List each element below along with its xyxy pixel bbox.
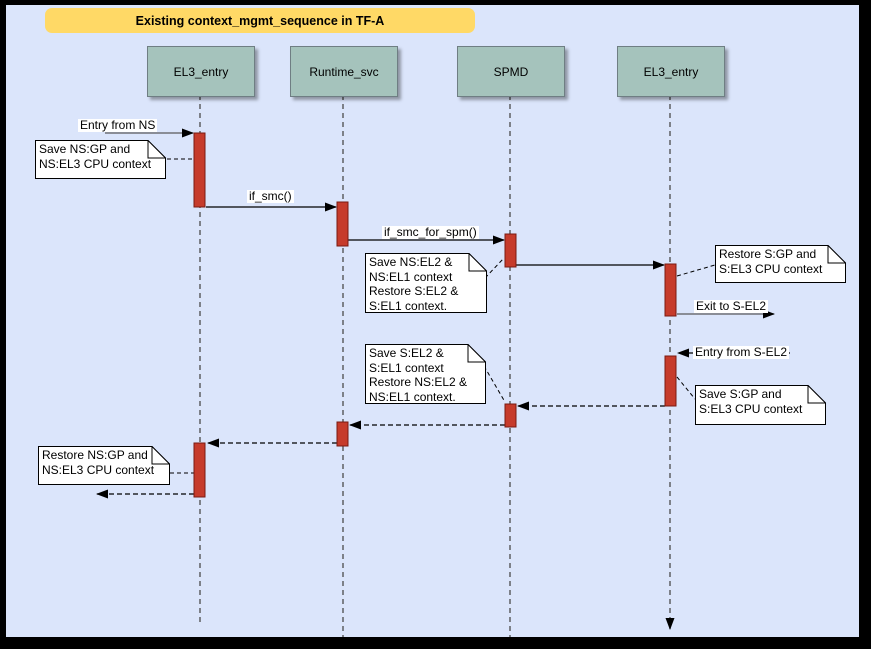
note-shape: [715, 245, 846, 283]
activation-el3-left-1: [193, 132, 206, 208]
lifeline-header-label: EL3_entry: [643, 64, 699, 79]
note-save-s-el2-context: Save S:EL2 & S:EL1 context Restore NS:EL…: [365, 344, 486, 404]
note-restore-ns-gp-context: Restore NS:GP and NS:EL3 CPU context: [38, 446, 170, 485]
note-shape: [365, 344, 486, 404]
note-shape: [38, 446, 170, 485]
lifeline-header-label: Runtime_svc: [309, 64, 379, 79]
lifeline-header-spmd: SPMD: [457, 46, 565, 97]
note-connector-save-ns-el2: [484, 257, 505, 279]
note-save-ns-el2-context: Save NS:EL2 & NS:EL1 context Restore S:E…: [365, 253, 487, 313]
diagram-title: Existing context_mgmt_sequence in TF-A: [45, 8, 475, 33]
message-label-entry-from-ns: Entry from NS: [78, 118, 158, 132]
note-save-ns-gp-context: Save NS:GP and NS:EL3 CPU context: [35, 140, 166, 179]
activation-runtime-svc-1: [336, 201, 349, 247]
activation-runtime-svc-2: [336, 421, 349, 447]
note-shape: [695, 385, 826, 425]
note-text: Save S:EL2 & S:EL1 context Restore NS:EL…: [369, 346, 468, 404]
note-text: Save NS:EL2 & NS:EL1 context Restore S:E…: [369, 255, 459, 313]
note-text: Restore NS:GP and NS:EL3 CPU context: [42, 448, 155, 477]
message-label-if-smc: if_smc(): [247, 189, 294, 203]
note-shape: [35, 140, 166, 179]
note-restore-s-gp-context: Restore S:GP and S:EL3 CPU context: [715, 245, 846, 283]
activation-el3-right-1: [664, 263, 677, 317]
note-save-s-gp-context: Save S:GP and S:EL3 CPU context: [695, 385, 826, 425]
note-connector-save-s-gp: [676, 376, 696, 400]
message-label-if-smc-for-spm: if_smc_for_spm(): [382, 225, 479, 239]
lifeline-header-el3-entry-left: EL3_entry: [147, 46, 255, 97]
activation-spmd-2: [504, 403, 517, 428]
lifeline-header-el3-entry-right: EL3_entry: [617, 46, 725, 97]
diagram-canvas: [6, 5, 859, 637]
note-text: Save NS:GP and NS:EL3 CPU context: [39, 142, 152, 171]
lifeline-header-label: SPMD: [493, 64, 529, 79]
note-text: Restore S:GP and S:EL3 CPU context: [719, 247, 823, 276]
lifeline-header-label: EL3_entry: [173, 64, 229, 79]
lifeline-header-runtime-svc: Runtime_svc: [290, 46, 398, 97]
message-label-exit-to-s-el2: Exit to S-EL2: [694, 299, 769, 313]
note-text: Save S:GP and S:EL3 CPU context: [699, 387, 803, 416]
message-label-entry-from-s-el2: Entry from S-EL2: [693, 345, 790, 359]
note-shape: [365, 253, 487, 313]
activation-el3-right-2: [664, 355, 677, 407]
activation-el3-left-2: [193, 442, 206, 498]
note-connector-save-s-el2: [483, 365, 506, 403]
note-connector-restore-s-gp: [676, 264, 716, 277]
activation-spmd-1: [504, 233, 517, 268]
